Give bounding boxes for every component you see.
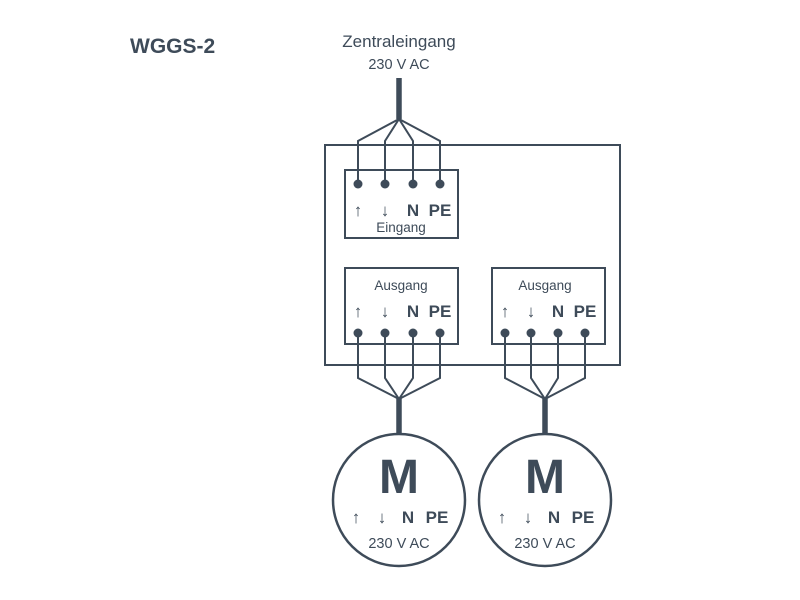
motor-fan-wire — [530, 333, 546, 400]
terminal-label: ↑ — [498, 508, 507, 527]
terminal-label: PE — [426, 508, 449, 527]
motor-fan-wire — [544, 333, 559, 400]
device-outline — [324, 144, 621, 366]
terminal-label: N — [407, 201, 419, 220]
motor-voltage: 230 V AC — [368, 536, 429, 552]
motor-circle — [331, 432, 467, 568]
terminal-label: PE — [572, 508, 595, 527]
output-block-label: Ausgang — [374, 278, 427, 293]
motor-fan-wire — [398, 333, 414, 400]
motor-fan-wire — [357, 333, 400, 400]
diagram-title: WGGS-2 — [130, 35, 215, 58]
terminal-label: ↑ — [501, 302, 510, 321]
terminal-dot — [380, 179, 390, 189]
terminal-label: N — [548, 508, 560, 527]
motor-left: M ↑ ↓ N PE 230 V AC — [331, 432, 467, 568]
terminal-dot — [435, 179, 445, 189]
input-block-label: Eingang — [376, 220, 426, 235]
supply-fan-wire — [398, 118, 414, 184]
terminal-label: ↑ — [352, 508, 361, 527]
motor-right: M ↑ ↓ N PE 230 V AC — [477, 432, 613, 568]
input-block-outline — [344, 169, 459, 239]
terminal-label: N — [552, 302, 564, 321]
motor-circle — [477, 432, 613, 568]
motor-fan-wire — [398, 333, 441, 400]
terminal-label: PE — [574, 302, 597, 321]
input-terminal-block: ↑ ↓ N PE Eingang — [344, 169, 459, 239]
central-input-label: Zentraleingang — [342, 32, 455, 51]
terminal-dot — [408, 179, 418, 189]
motor-fan-wire — [504, 333, 546, 400]
motor-fan-wire — [384, 333, 400, 400]
motor-symbol: M — [525, 451, 565, 504]
output-block-outline — [344, 267, 459, 345]
motor-voltage: 230 V AC — [514, 536, 575, 552]
terminal-label: N — [402, 508, 414, 527]
terminal-label: ↓ — [381, 302, 390, 321]
terminal-label: PE — [429, 302, 452, 321]
output-block-label: Ausgang — [518, 278, 571, 293]
terminal-label: ↑ — [354, 302, 363, 321]
terminal-label: PE — [429, 201, 452, 220]
terminal-label: ↓ — [527, 302, 536, 321]
output-block-outline — [491, 267, 606, 345]
terminal-label: N — [407, 302, 419, 321]
terminal-label: ↓ — [381, 201, 390, 220]
output-block-right: Ausgang ↑ ↓ N PE — [491, 267, 606, 345]
terminal-label: ↓ — [524, 508, 533, 527]
motor-fan-wire — [544, 333, 586, 400]
central-input-voltage: 230 V AC — [368, 57, 429, 73]
terminal-label: ↓ — [378, 508, 387, 527]
terminal-dot — [353, 179, 363, 189]
output-block-left: Ausgang ↑ ↓ N PE — [344, 267, 459, 345]
terminal-label: ↑ — [354, 201, 363, 220]
supply-fan-wire — [384, 118, 400, 184]
motor-symbol: M — [379, 451, 419, 504]
